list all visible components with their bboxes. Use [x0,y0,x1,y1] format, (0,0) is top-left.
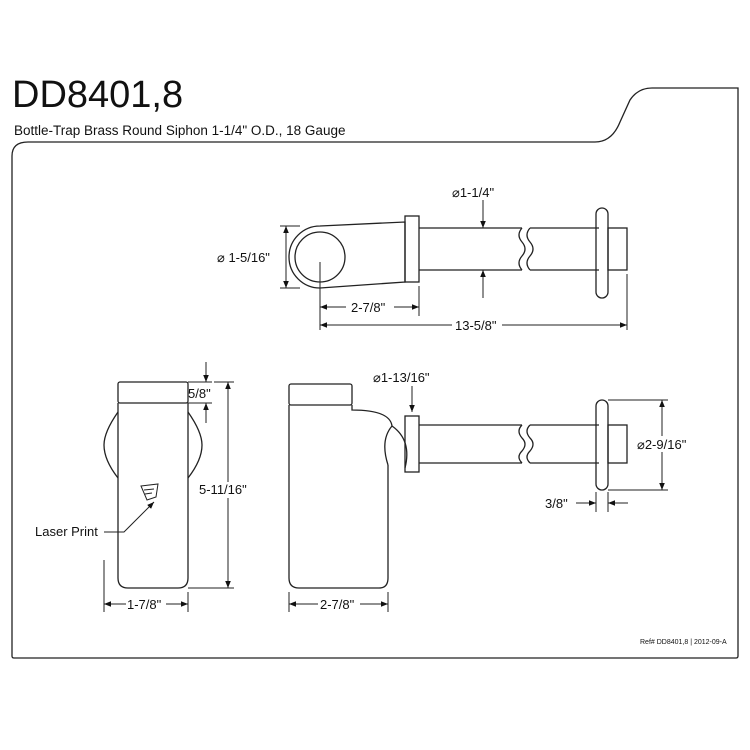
front-side-bulge-left [103,411,119,479]
side-body-diameter-label: ⌀1-13/16" [373,370,430,385]
top-pipe-diameter-label: ⌀1-1/4" [452,185,494,200]
front-view [103,381,203,589]
front-side-bulge-right [187,411,203,479]
top-collar [404,215,420,283]
top-flange [595,207,609,299]
front-cap [117,381,189,404]
top-view [288,207,628,299]
front-body-width-label: 1-7/8" [127,597,162,612]
front-overall-height-label: 5-11/16" [199,482,247,497]
product-description: Bottle-Trap Brass Round Siphon 1-1/4" O.… [14,123,346,138]
drawing-frame [11,87,739,659]
top-inlet-body [288,221,406,289]
top-inlet-diameter-label: ⌀ 1-5/16" [217,250,270,265]
side-cap [288,383,353,406]
side-body-neck [351,405,393,466]
side-view [288,383,628,589]
reference-code: Ref# DD8401,8 | 2012-09-A [640,639,727,646]
side-body-depth-label: 2-7/8" [320,597,355,612]
laser-print-label: Laser Print [35,524,98,539]
front-body [117,403,189,589]
side-collar [404,415,420,473]
side-flange-diameter-label: ⌀2-9/16" [637,437,687,452]
top-overall-length-label: 13-5/8" [455,318,497,333]
top-inlet-to-flange-label: 2-7/8" [351,300,386,315]
front-cap-height-label: 5/8" [188,386,211,401]
side-flange [595,399,609,491]
top-pipe-end [607,227,628,271]
laser-logo-icon [140,483,159,501]
model-number: DD8401,8 [12,74,184,116]
side-body [288,405,389,589]
side-pipe-end [607,424,628,464]
side-flange-thickness-label: 3/8" [545,496,568,511]
